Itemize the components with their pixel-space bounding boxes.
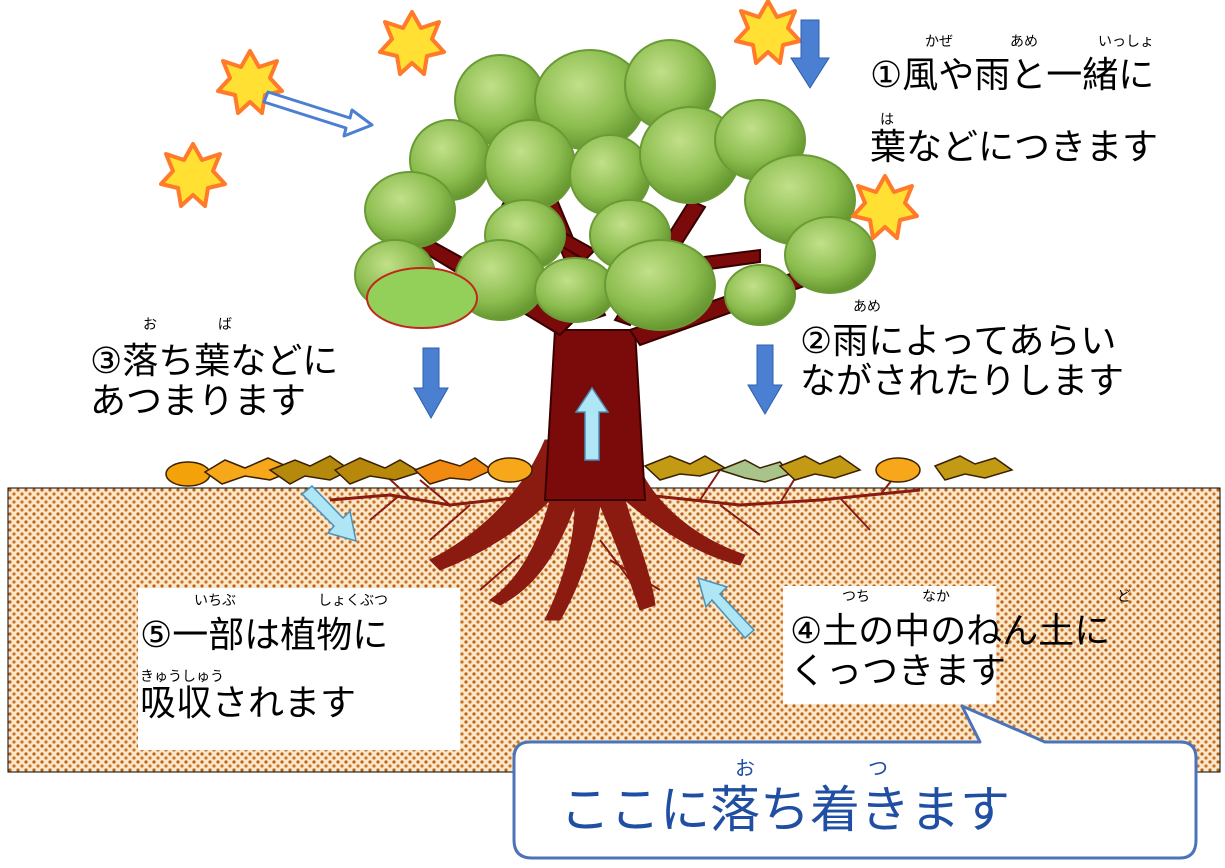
callout-bubble[interactable]: [512, 704, 1198, 860]
absorb-arrows: [300, 386, 756, 640]
label-five: ⑤一部は植物に 吸収されます: [140, 616, 388, 723]
ruby-kyuushuu: きゅうしゅう: [140, 669, 224, 685]
ruby-ame-1: あめ: [1010, 34, 1038, 50]
ruby-shokubutsu: しょくぶつ: [318, 593, 388, 609]
label-five-line1: ⑤一部は植物に: [140, 615, 389, 656]
label-three-line2: あつまります: [90, 380, 307, 422]
ruby-ame-2: あめ: [853, 299, 881, 315]
label-box-four: [783, 586, 996, 704]
ruby-kaze: かぜ: [925, 34, 953, 50]
label-one-line2: 葉などにつきます: [870, 126, 1159, 168]
label-one-line1: ①風や雨と一緒に: [870, 55, 1155, 96]
label-two-line1: ②雨によってあらい: [800, 321, 1117, 362]
tree-canopy: [354, 39, 876, 331]
label-three-line1: ③落ち葉などに: [90, 341, 339, 382]
ruby-do: ど: [1117, 589, 1131, 605]
ruby-o-1: お: [143, 317, 157, 333]
ruby-ba: ば: [218, 317, 232, 333]
roots: [329, 439, 921, 621]
wind-arrow: [262, 90, 374, 138]
label-four-line2: くっつきます: [790, 650, 1007, 692]
callout-text: ここに落ち着きます: [560, 781, 1010, 839]
label-box-five: [138, 588, 460, 750]
callout-ruby-o: お: [735, 756, 755, 780]
label-five-line2: 吸収されます: [140, 682, 357, 724]
ruby-ichibu: いちぶ: [194, 593, 236, 609]
label-four-line1: ④土の中のねん土に: [790, 611, 1111, 652]
fallen-leaves: [165, 455, 1014, 487]
label-two: ②雨によってあらい ながされたりします: [800, 322, 1124, 401]
ruby-issho: いっしょ: [1098, 34, 1154, 50]
ruby-naka: なか: [922, 589, 950, 605]
rain-arrows: [413, 19, 830, 420]
ruby-ha: は: [880, 112, 894, 128]
label-one: ①風や雨と一緒に 葉などにつきます: [870, 56, 1158, 167]
callout-ruby-tsu: つ: [868, 756, 888, 780]
label-two-line2: ながされたりします: [800, 360, 1125, 402]
label-three: ③落ち葉などに あつまります: [90, 342, 338, 421]
ruby-tsuchi: つち: [842, 589, 870, 605]
label-four: ④土の中のねん土に くっつきます: [790, 612, 1110, 691]
marked-leaf: [366, 267, 478, 329]
